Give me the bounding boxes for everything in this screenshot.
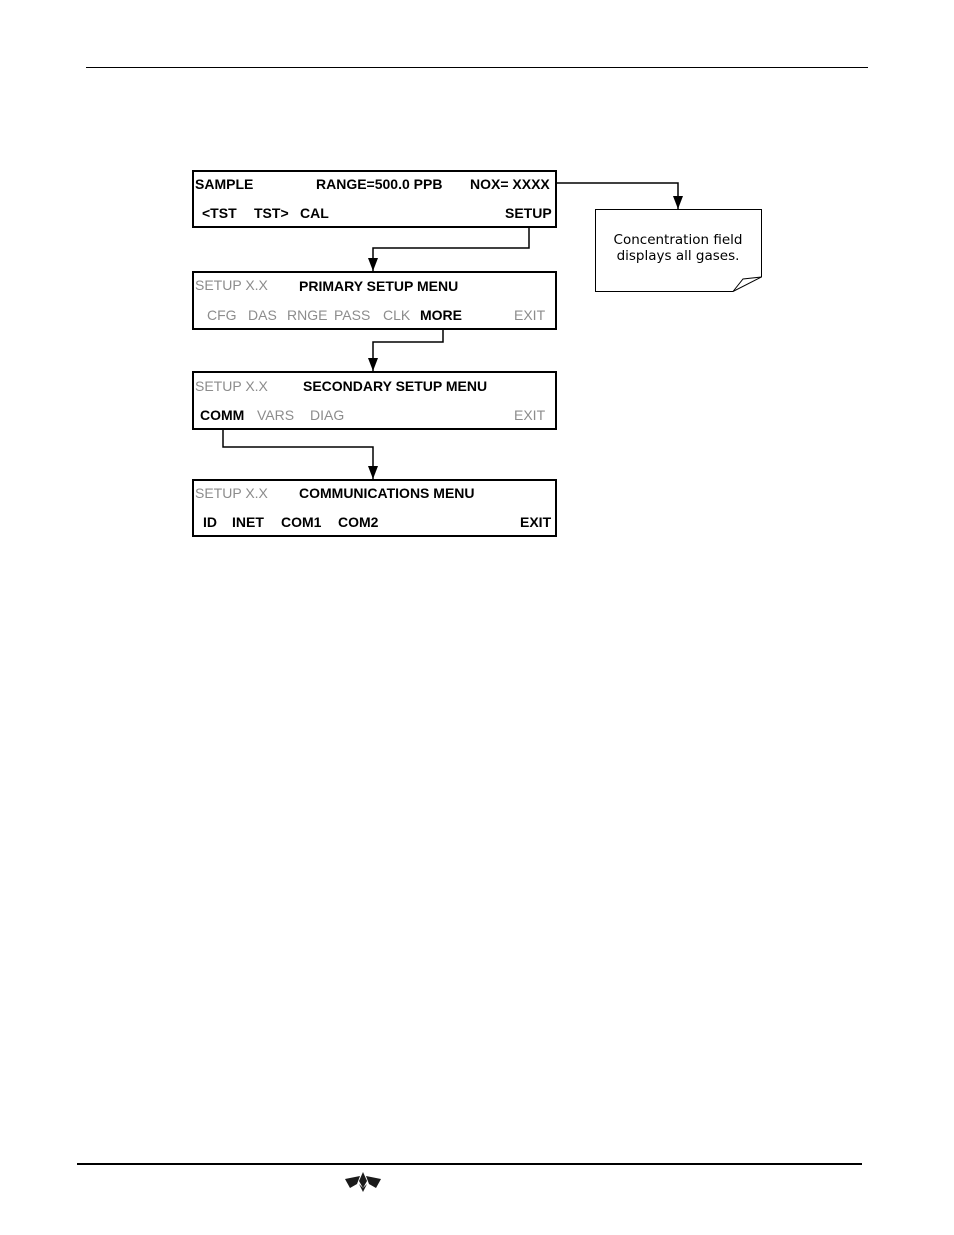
- arrow-more-to-secondary: [373, 330, 443, 371]
- arrow-setup-to-primary: [373, 228, 529, 271]
- arrow-concentration-to-note: [557, 183, 678, 209]
- arrow-comm-to-communications: [223, 430, 373, 479]
- teledyne-logo-icon: [343, 1168, 383, 1194]
